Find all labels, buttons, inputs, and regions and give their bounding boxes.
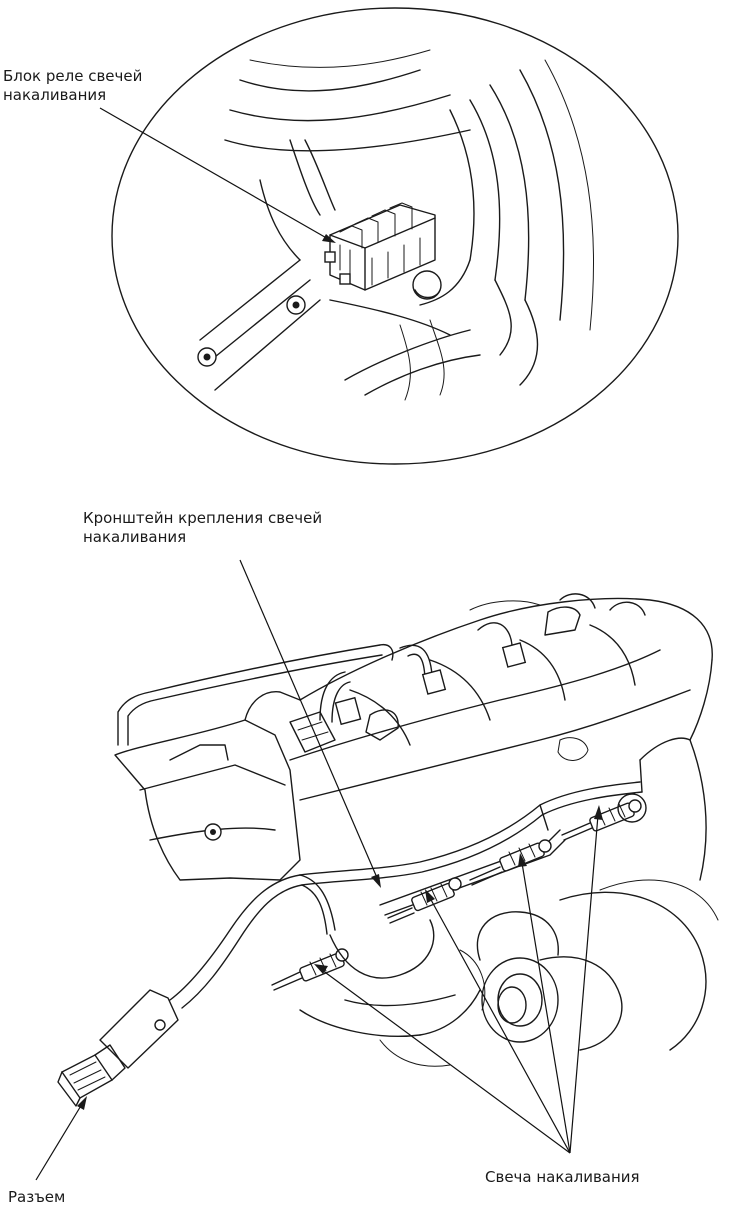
bracket-label: Кронштейн крепления свечей накаливания	[83, 509, 322, 547]
relay-block-label: Блок реле свечей накаливания	[3, 67, 142, 105]
glow-plug-1	[271, 948, 349, 991]
bracket-label-line-1: Кронштейн крепления свечей	[83, 509, 323, 527]
injector-connector	[289, 711, 336, 753]
relay-block-label-line-2: накаливания	[3, 86, 107, 104]
glow-plug-label: Свеча накаливания	[485, 1168, 640, 1186]
relay-block-label-line-1: Блок реле свечей	[3, 67, 143, 85]
bracket-label-line-2: накаливания	[83, 528, 187, 546]
glow-plug-bracket	[299, 759, 643, 916]
harness-connector	[57, 1044, 126, 1107]
glow-plug-4	[561, 793, 647, 841]
detail-ellipse	[111, 7, 679, 465]
glow-plug-2	[387, 877, 462, 924]
glow-plug-3	[469, 839, 552, 886]
engine-view	[35, 559, 719, 1181]
glow-relay-block	[324, 202, 436, 291]
connector-label: Разъем	[8, 1188, 66, 1206]
relay-detail-view	[99, 7, 679, 465]
